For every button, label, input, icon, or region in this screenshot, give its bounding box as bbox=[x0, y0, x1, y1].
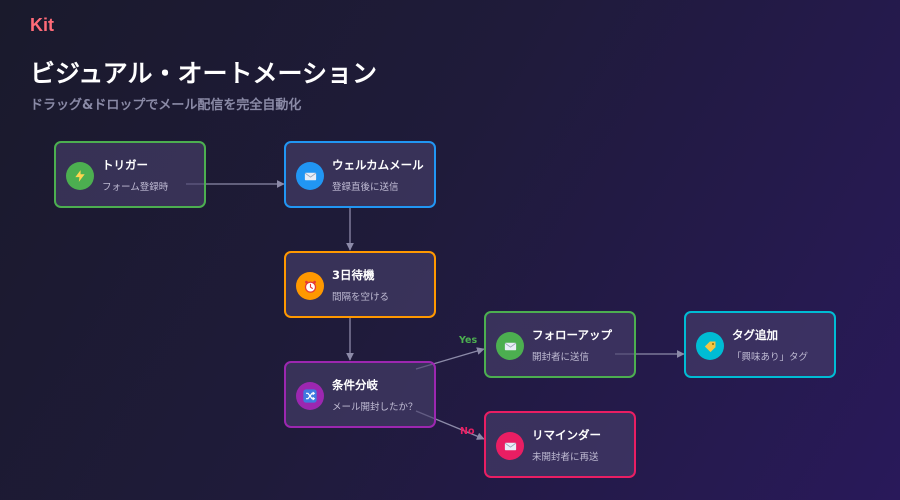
node-title: タグ追加 bbox=[732, 328, 778, 342]
node-welcome-email[interactable]: ウェルカムメール 登録直後に送信 bbox=[284, 141, 436, 208]
brand-logo[interactable]: Kit bbox=[30, 15, 54, 35]
shuffle-icon bbox=[296, 382, 324, 410]
node-title: リマインダー bbox=[532, 428, 601, 442]
alarm-clock-icon bbox=[296, 272, 324, 300]
page-title: ビジュアル・オートメーション bbox=[30, 59, 378, 88]
node-subtitle: 開封者に送信 bbox=[532, 352, 590, 363]
envelope-icon bbox=[496, 432, 524, 460]
node-add-tag[interactable]: タグ追加 「興味あり」タグ bbox=[684, 311, 836, 378]
node-wait[interactable]: 3日待機 間隔を空ける bbox=[284, 251, 436, 318]
node-followup[interactable]: フォローアップ 開封者に送信 bbox=[484, 311, 636, 378]
node-trigger[interactable]: トリガー フォーム登録時 bbox=[54, 141, 206, 208]
envelope-icon bbox=[496, 332, 524, 360]
tag-icon bbox=[696, 332, 724, 360]
node-title: 3日待機 bbox=[332, 268, 375, 282]
node-title: ウェルカムメール bbox=[332, 158, 424, 172]
node-title: トリガー bbox=[102, 158, 148, 172]
branch-yes-label: Yes bbox=[459, 335, 478, 346]
lightning-icon bbox=[66, 162, 94, 190]
node-subtitle: フォーム登録時 bbox=[102, 182, 169, 193]
envelope-icon bbox=[296, 162, 324, 190]
node-reminder[interactable]: リマインダー 未開封者に再送 bbox=[484, 411, 636, 478]
node-title: フォローアップ bbox=[532, 328, 613, 342]
page-subtitle: ドラッグ&ドロップでメール配信を完全自動化 bbox=[30, 98, 302, 113]
node-condition[interactable]: 条件分岐 メール開封したか？ bbox=[284, 361, 436, 428]
node-subtitle: 未開封者に再送 bbox=[532, 452, 599, 463]
node-subtitle: メール開封したか？ bbox=[332, 402, 418, 413]
node-subtitle: 間隔を空ける bbox=[332, 292, 390, 303]
branch-no-label: No bbox=[460, 426, 475, 437]
node-subtitle: 「興味あり」タグ bbox=[732, 352, 809, 363]
node-title: 条件分岐 bbox=[332, 378, 378, 392]
node-subtitle: 登録直後に送信 bbox=[332, 182, 399, 193]
